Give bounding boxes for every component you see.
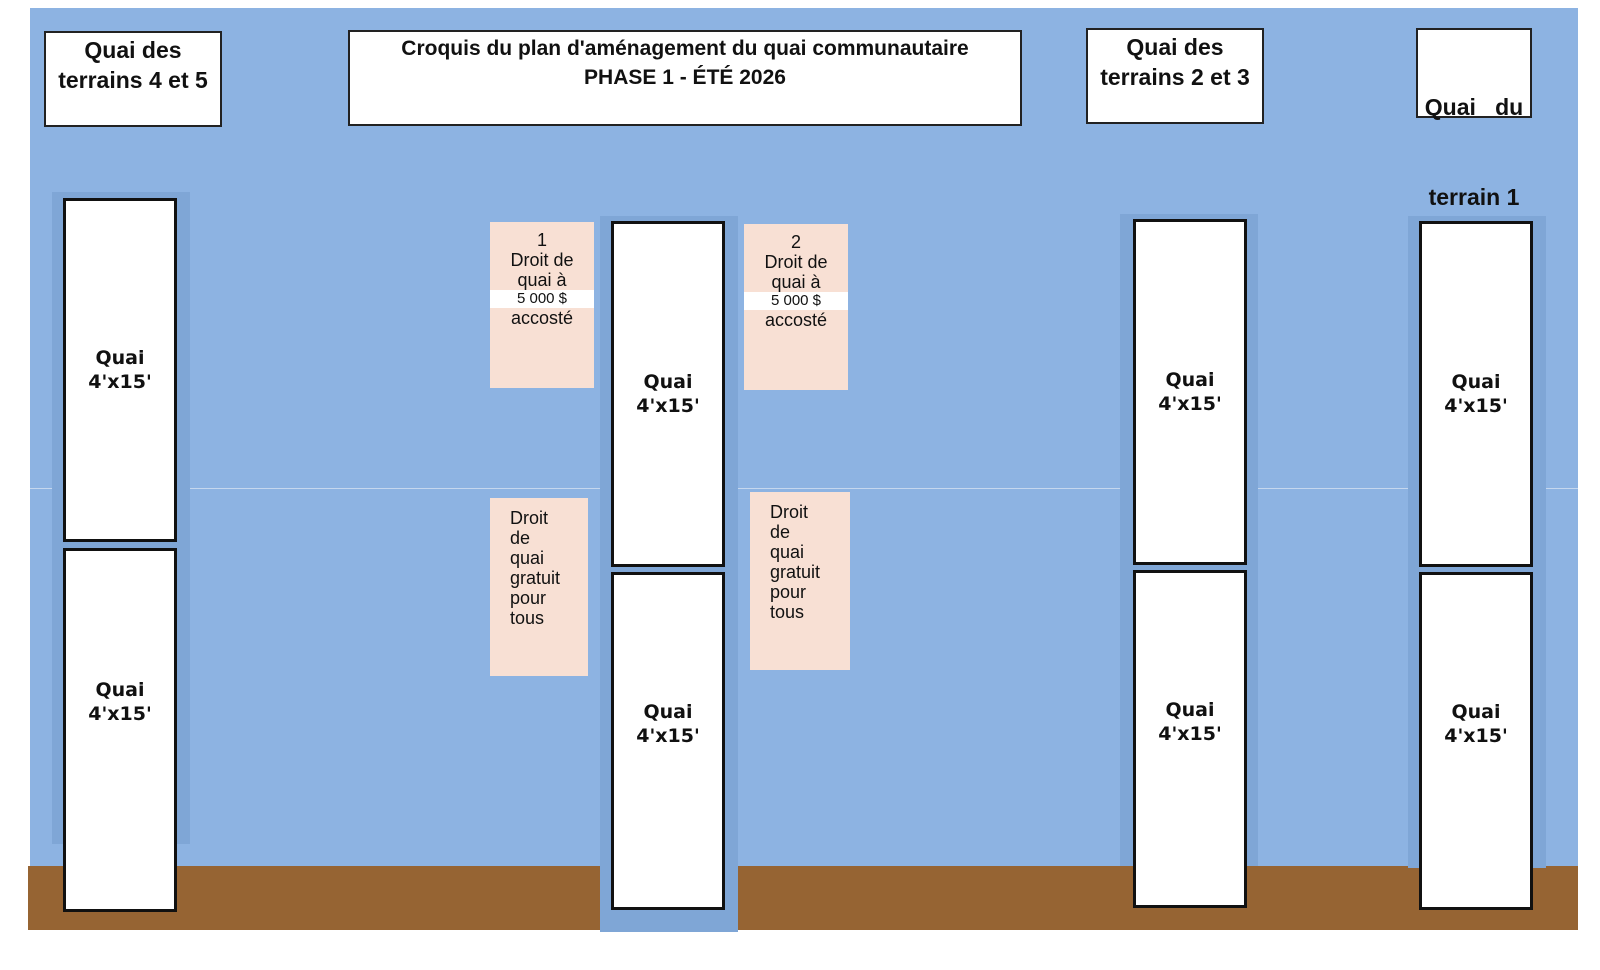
dock-size: 4'x15' — [1444, 395, 1508, 417]
water-divider-line — [30, 488, 1578, 489]
dock-name: Quai — [1451, 371, 1501, 393]
right-text-line2: quai à — [771, 272, 821, 292]
plan-title-line2: PHASE 1 - ÉTÉ 2026 — [584, 66, 786, 89]
free-dock-right-right: Droit de quai gratuit pour tous — [750, 492, 850, 670]
area-label-line1: Quai des — [84, 37, 182, 63]
free-right-word: Droit — [770, 502, 809, 522]
dock-size: 4'x15' — [1158, 723, 1222, 745]
right-text-line1: Droit de — [764, 252, 828, 272]
dock-section: Quai 4'x15' — [63, 198, 177, 542]
shoreline — [28, 866, 1578, 930]
area-label-line2: terrains 4 et 5 — [58, 67, 208, 93]
area-label-terrains-4-5: Quai des terrains 4 et 5 — [44, 31, 222, 127]
free-right-word: de — [770, 522, 791, 542]
free-right-word: pour — [510, 588, 547, 608]
free-dock-right-left: Droit de quai gratuit pour tous — [490, 498, 588, 676]
area-label-line2: terrain 1 — [1428, 184, 1520, 210]
right-number: 1 — [536, 230, 547, 250]
area-label-terrain-1: Quai du terrain 1 — [1416, 28, 1532, 210]
dock-name: Quai — [1451, 701, 1501, 723]
dock-size: 4'x15' — [1444, 725, 1508, 747]
free-right-word: de — [510, 528, 531, 548]
area-label-line2: terrains 2 et 3 — [1100, 64, 1250, 90]
right-number: 2 — [790, 232, 801, 252]
free-right-word: Droit — [510, 508, 549, 528]
free-right-word: quai — [510, 548, 545, 568]
free-right-word: pour — [770, 582, 807, 602]
dock-name: Quai — [95, 679, 145, 701]
free-right-word: tous — [510, 608, 545, 628]
dock-name: Quai — [643, 371, 693, 393]
plan-title-line1: Croquis du plan d'aménagement du quai co… — [401, 37, 969, 60]
area-label-line1: Quai du — [1424, 94, 1524, 120]
dock-section: Quai 4'x15' — [1133, 219, 1247, 565]
right-text-line4: accosté — [764, 310, 828, 330]
paid-dock-right-1: 1 Droit de quai à 5 000 $ accosté — [490, 222, 594, 388]
free-right-word: quai — [770, 542, 805, 562]
right-price: 5 000 $ — [744, 292, 848, 310]
dock-section: Quai 4'x15' — [611, 221, 725, 567]
right-price: 5 000 $ — [490, 290, 594, 308]
right-text-line2: quai à — [517, 270, 567, 290]
water-area — [30, 8, 1578, 868]
dock-size: 4'x15' — [636, 725, 700, 747]
right-text-line4: accosté — [510, 308, 574, 328]
dock-size: 4'x15' — [1158, 393, 1222, 415]
dock-section: Quai 4'x15' — [1419, 572, 1533, 910]
area-label-line1: Quai des — [1126, 34, 1224, 60]
dock-name: Quai — [1165, 699, 1215, 721]
dock-section: Quai 4'x15' — [1419, 221, 1533, 567]
right-text-line1: Droit de — [510, 250, 574, 270]
dock-name: Quai — [643, 701, 693, 723]
area-label-terrains-2-3: Quai des terrains 2 et 3 — [1086, 28, 1264, 124]
dock-name: Quai — [95, 347, 145, 369]
dock-size: 4'x15' — [88, 703, 152, 725]
dock-section: Quai 4'x15' — [1133, 570, 1247, 908]
free-right-word: gratuit — [510, 568, 561, 588]
free-right-word: gratuit — [770, 562, 821, 582]
dock-size: 4'x15' — [636, 395, 700, 417]
plan-title: Croquis du plan d'aménagement du quai co… — [348, 30, 1022, 126]
dock-section: Quai 4'x15' — [63, 548, 177, 912]
dock-section: Quai 4'x15' — [611, 572, 725, 910]
free-right-word: tous — [770, 602, 805, 622]
dock-name: Quai — [1165, 369, 1215, 391]
paid-dock-right-2: 2 Droit de quai à 5 000 $ accosté — [744, 224, 848, 390]
dock-size: 4'x15' — [88, 371, 152, 393]
